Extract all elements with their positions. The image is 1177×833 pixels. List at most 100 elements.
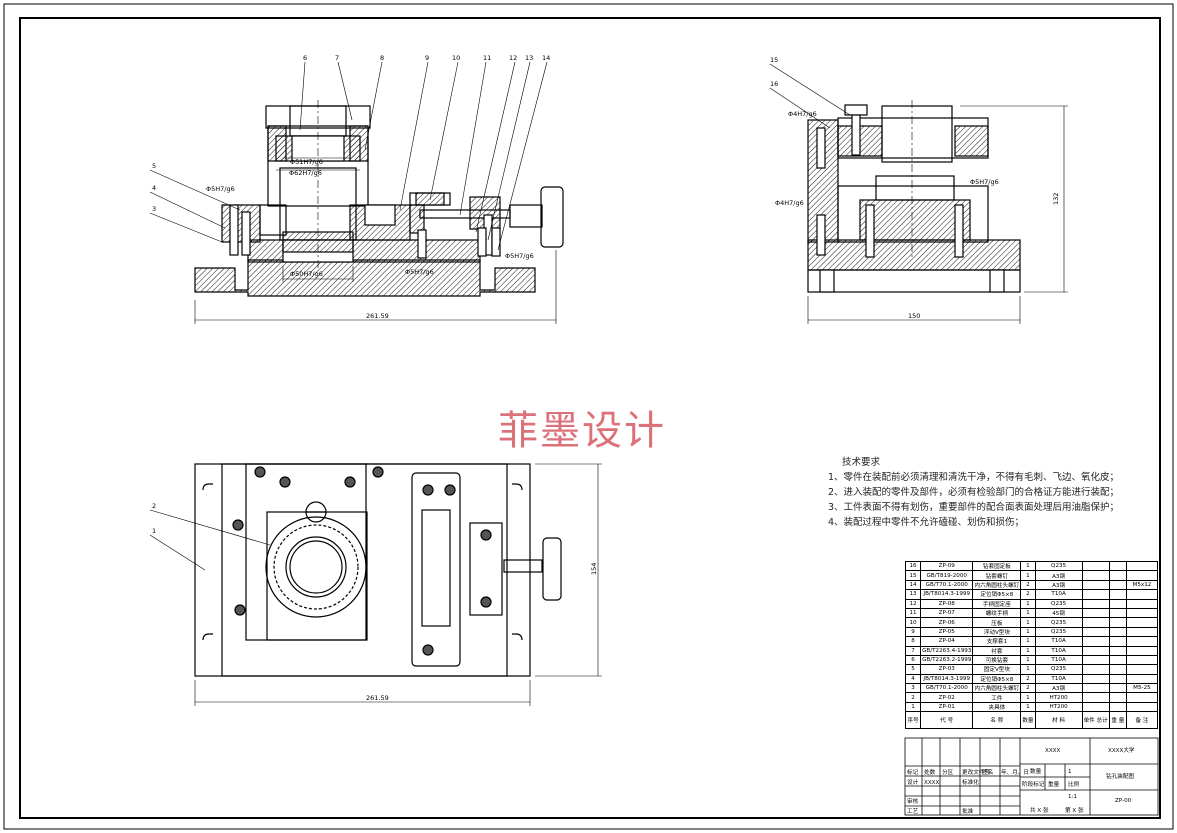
bom-cell — [1125, 626, 1159, 638]
front-view-labels: 6 7 8 9 10 11 12 13 14 5 4 3 Φ51H7/g6 Φ6… — [152, 54, 550, 320]
note-line: 4、装配过程中零件不允许磕碰、划伤和损伤； — [828, 517, 1025, 528]
count-label: 数量 — [1030, 767, 1042, 775]
bom-cell: Q235 — [1034, 664, 1083, 675]
bom-header-cell: 材 料 — [1034, 711, 1083, 730]
bom-cell: GB/T70.1-2000 — [920, 579, 974, 591]
bom-cell: 1 — [1020, 570, 1036, 581]
bom-cell: 1 — [1020, 654, 1036, 666]
bom-cell: GB/T819-2000 — [920, 570, 974, 581]
bom-cell — [1108, 636, 1127, 647]
bom-cell: GB/T2263.4-1993 — [920, 645, 974, 656]
inner-border — [19, 17, 1161, 819]
stage-label: 阶段标记 — [1022, 780, 1045, 788]
overall-dimension: 261.59 — [366, 312, 389, 320]
bom-cell — [1125, 617, 1159, 628]
bom-cell: 定位销Φ5×8 — [972, 589, 1022, 600]
bom-cell: ZP-01 — [920, 701, 974, 713]
change-label: 签名 — [982, 768, 993, 776]
bom-cell: ZP-08 — [920, 598, 974, 609]
bom-cell: 压板 — [972, 617, 1022, 628]
fit-label: Φ4H7/g6 — [775, 199, 804, 207]
bom-cell — [1081, 636, 1110, 647]
title-block-text: XXXX XXXX大学 数量 1 钻孔装配图 阶段标记 重量 比例 1:1 ZP… — [907, 746, 1135, 815]
bom-cell: ZP-02 — [920, 692, 974, 703]
notes-title: 技术要求 — [842, 457, 881, 468]
overall-dimension: 261.59 — [366, 694, 389, 702]
technical-requirements: 技术要求 1、零件在装配前必须清理和清洗干净，不得有毛刺、飞边、氧化皮； 2、进… — [828, 455, 1168, 530]
outer-border — [3, 3, 1174, 830]
bom-cell: 螺纹手柄 — [972, 607, 1022, 619]
bom-cell: 定位销Φ5×8 — [972, 673, 1022, 685]
bom-cell: T10A — [1034, 589, 1083, 600]
change-label: 处数 — [924, 768, 936, 776]
bom-cell — [1081, 645, 1110, 656]
change-label: 分区 — [942, 768, 954, 776]
balloon-11: 11 — [483, 54, 491, 62]
balloon-8: 8 — [380, 54, 384, 62]
bom-cell: 11 — [904, 607, 922, 619]
bom-cell: 手柄固定座 — [972, 598, 1022, 609]
bom-cell — [1125, 645, 1159, 656]
bom-cell: 14 — [904, 579, 922, 591]
drawing-number: ZP-00 — [1115, 798, 1132, 804]
bom-cell — [1081, 598, 1110, 609]
bom-cell: 1 — [1020, 645, 1036, 656]
bom-cell: 3 — [904, 683, 922, 694]
bom-cell: Q235 — [1034, 626, 1083, 638]
bom-cell — [1081, 664, 1110, 675]
bom-cell — [1108, 654, 1127, 666]
bom-cell — [1081, 701, 1110, 713]
bom-cell: 衬套 — [972, 645, 1022, 656]
bom-cell: M5x12 — [1125, 579, 1159, 591]
sheet-number: 第 X 张 — [1065, 806, 1084, 814]
bom-cell: ZP-04 — [920, 636, 974, 647]
bom-cell — [1108, 673, 1127, 685]
bom-header: 序号代 号名 称数量材 料单件 总计重 量备 注 — [904, 711, 1159, 730]
bom-cell: 钻套固定板 — [972, 560, 1022, 572]
change-label: 标记 — [907, 768, 919, 776]
bom-cell — [1125, 654, 1159, 666]
balloon-16: 16 — [770, 80, 778, 88]
bom-cell — [1125, 673, 1159, 685]
bom-cell: 2 — [1020, 579, 1036, 591]
bom-cell: 1 — [1020, 664, 1036, 675]
bom-cell: Q235 — [1034, 617, 1083, 628]
organization: XXXX — [1045, 748, 1060, 754]
drawing-name: 钻孔装配图 — [1106, 772, 1134, 780]
top-view-labels: 2 1 261.59 154 — [152, 502, 598, 702]
bom-cell — [1125, 636, 1159, 647]
balloon-5: 5 — [152, 162, 156, 170]
watermark: 菲墨设计 — [498, 408, 666, 454]
balloon-13: 13 — [525, 54, 533, 62]
bom-header-cell: 备 注 — [1125, 711, 1159, 730]
bom-cell — [1081, 626, 1110, 638]
bom-cell: T10A — [1034, 654, 1083, 666]
bom-cell — [1108, 598, 1127, 609]
bom-cell — [1125, 589, 1159, 600]
scale-label: 比例 — [1068, 780, 1080, 788]
bom-cell: 2 — [1020, 683, 1036, 694]
bom-cell: 4 — [904, 673, 922, 685]
bom-cell: HT200 — [1034, 692, 1083, 703]
bom-cell: 支撑套1 — [972, 636, 1022, 647]
bom-cell — [1108, 683, 1127, 694]
bom-cell: Q235 — [1034, 598, 1083, 609]
balloon-14: 14 — [542, 54, 550, 62]
bom-header-cell: 重 量 — [1108, 711, 1127, 730]
std-label: 标准化 — [962, 778, 979, 786]
bom-cell: 15 — [904, 570, 922, 581]
note-line: 1、零件在装配前必须清理和清洗干净，不得有毛刺、飞边、氧化皮； — [828, 472, 1120, 483]
bom-cell: 1 — [1020, 560, 1036, 572]
change-label: 年、月、日 — [1001, 768, 1029, 776]
weight-label: 重量 — [1048, 780, 1060, 788]
bom-cell — [1081, 617, 1110, 628]
